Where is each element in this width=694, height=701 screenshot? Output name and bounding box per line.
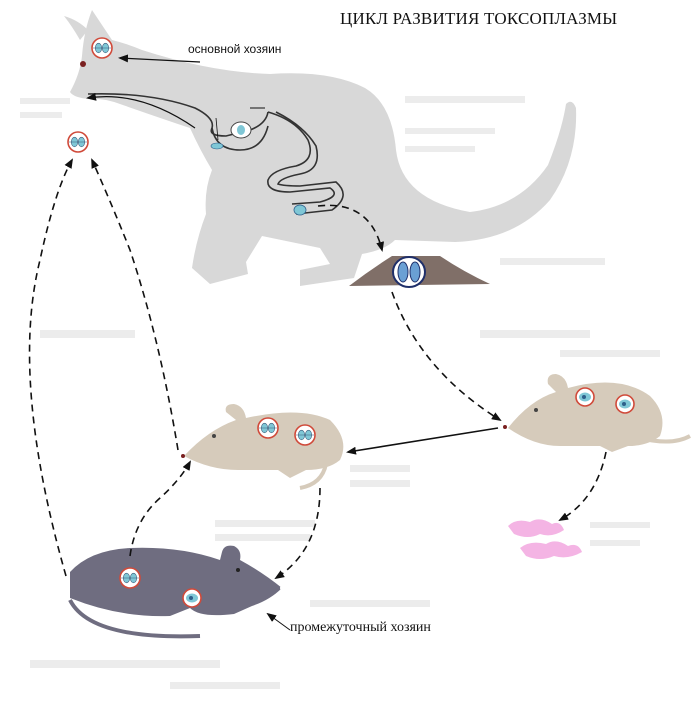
oocyst-icon bbox=[67, 131, 89, 153]
label-intermediate-host: промежуточный хозяин bbox=[290, 620, 431, 635]
soil-mound-icon bbox=[349, 256, 490, 288]
mouse-silhouette bbox=[181, 404, 344, 490]
label-main-host: основной хозяин bbox=[188, 42, 282, 56]
cat-eye bbox=[80, 61, 86, 67]
diagram-title: ЦИКЛ РАЗВИТИЯ ТОКСОПЛАЗМЫ bbox=[340, 9, 618, 28]
oocyst-icon bbox=[91, 37, 113, 59]
cat-silhouette bbox=[64, 10, 577, 286]
lifecycle-arrows bbox=[28, 54, 607, 631]
rat-silhouette bbox=[68, 545, 284, 639]
mouse-silhouette bbox=[503, 374, 691, 452]
cat-intestine-contents bbox=[210, 121, 307, 216]
cat-intestine bbox=[87, 92, 344, 215]
tissue-cyst-icon bbox=[508, 519, 582, 559]
ghost-text-background bbox=[20, 96, 660, 689]
